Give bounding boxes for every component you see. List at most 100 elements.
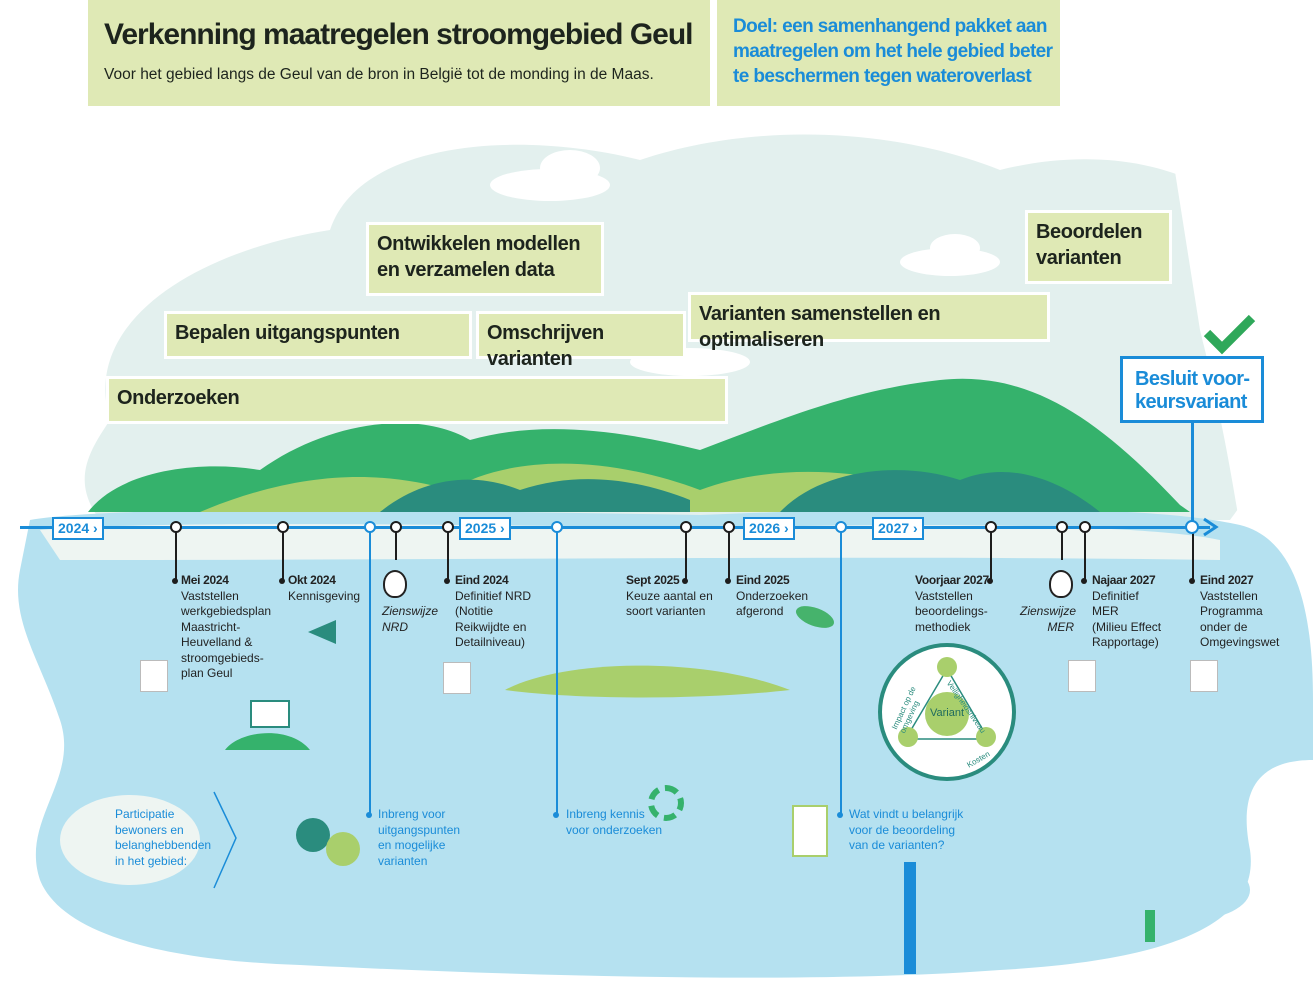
variant-label: Variant: [929, 707, 965, 719]
speech-bubbles-icon: [296, 818, 330, 852]
participation-item-knowledge: Inbreng kennis voor onderzoeken: [566, 807, 663, 837]
event-date: Eind 2027: [1200, 573, 1254, 587]
connector-line: [990, 530, 992, 580]
phase-varianten-samenstellen: Varianten samenstellen en optimaliseren: [688, 292, 1050, 351]
participation-intro: Participatie bewoners en belanghebbenden…: [115, 807, 212, 868]
event-date: Mei 2024: [181, 573, 229, 587]
zienswijze-nrd: Zienswijze NRD: [382, 604, 439, 634]
goal-box: Doel: een samenhangend pakket aan maatre…: [717, 0, 1060, 106]
event-text: Vaststellen werkgebiedsplan Maastricht- …: [181, 588, 272, 681]
participation-line: [840, 530, 842, 815]
year-marker-2025: 2025 ›: [459, 517, 511, 540]
document-boat-icon: [1068, 660, 1096, 692]
page-title: Verkenning maatregelen stroomgebied Geul: [104, 18, 694, 51]
event-dot: [172, 578, 178, 584]
event-date: Najaar 2027: [1092, 573, 1156, 587]
participation-dot: [837, 812, 843, 818]
timeline-node: [277, 521, 289, 533]
connector-line: [447, 530, 449, 580]
speech-bubbles-icon: [326, 832, 360, 866]
timeline-node: [1056, 521, 1068, 533]
connector-line: [282, 530, 284, 580]
connector-line: [1192, 530, 1194, 580]
phase-omschrijven-varianten: Omschrijven varianten: [476, 311, 686, 370]
lightbulb-icon: [383, 570, 407, 598]
timeline-node: [442, 521, 454, 533]
event-text: Definitief NRD (Notitie Reikwijdte en De…: [455, 588, 532, 650]
gears-icon: [648, 785, 684, 821]
phase-bepalen-uitgangspunten: Bepalen uitgangspunten: [164, 311, 472, 359]
document-boat-icon: [140, 660, 168, 692]
event-date: Eind 2024: [455, 573, 509, 587]
event-text: Vaststellen beoordelings- methodiek: [915, 588, 988, 634]
participation-dot: [553, 812, 559, 818]
megaphone-icon: [308, 620, 336, 644]
year-marker-2024: 2024 ›: [52, 517, 104, 540]
event-dot: [1081, 578, 1087, 584]
timeline-node: [551, 521, 563, 533]
periscope-icon: [1145, 910, 1155, 942]
participation-item-input: Inbreng voor uitgangspunten en mogelijke…: [378, 807, 461, 868]
timeline-node: [390, 521, 402, 533]
chevron-right-icon: [213, 791, 237, 889]
event-dot: [987, 578, 993, 584]
event-date: Sept 2025: [626, 573, 680, 587]
connector-line: [175, 530, 177, 580]
decision-box: Besluit voor-keursvariant: [1120, 356, 1264, 423]
timeline-node: [985, 521, 997, 533]
event-text: Vaststellen Programma onder de Omgevings…: [1200, 588, 1280, 650]
timeline-node: [723, 521, 735, 533]
connector-line: [728, 530, 730, 580]
document-boat-icon: [443, 662, 471, 694]
connector-line: [1084, 530, 1086, 580]
event-text: Onderzoeken afgerond: [736, 588, 809, 619]
decision-label: Besluit voor-keursvariant: [1135, 368, 1250, 413]
event-date: Eind 2025: [736, 573, 790, 587]
participation-dot: [366, 812, 372, 818]
event-dot: [1189, 578, 1195, 584]
event-text: Kennisgeving: [288, 588, 361, 603]
event-dot: [444, 578, 450, 584]
lightbulb-icon: [1049, 570, 1073, 598]
presentation-board-icon: [250, 700, 290, 728]
checkmark-icon: [1202, 307, 1258, 363]
timeline-node: [364, 521, 376, 533]
event-dot: [682, 578, 688, 584]
zienswijze-mer: Zienswijze MER: [1020, 604, 1077, 634]
assessment-diagram: Variant Veiligheidsniveau Impact op de o…: [878, 643, 1016, 781]
timeline-node: [680, 521, 692, 533]
timeline-node: [835, 521, 847, 533]
year-marker-2026: 2026 ›: [743, 517, 795, 540]
timeline-node: [1185, 520, 1199, 534]
event-dot: [279, 578, 285, 584]
phase-onderzoeken: Onderzoeken: [106, 376, 728, 424]
participation-line: [556, 530, 558, 815]
participation-line: [369, 530, 371, 815]
connector-line: [395, 530, 397, 560]
connector-line: [1061, 530, 1063, 560]
goal-text: Doel: een samenhangend pakket aan maatre…: [733, 16, 1053, 87]
event-text: Definitief MER (Milieu Effect Rapportage…: [1092, 588, 1162, 650]
event-date: Voorjaar 2027: [915, 573, 989, 587]
assessment-arrows: [898, 657, 996, 747]
title-box: Verkenning maatregelen stroomgebied Geul…: [88, 0, 710, 106]
connector-line: [685, 530, 687, 580]
event-dot: [725, 578, 731, 584]
page-subtitle: Voor het gebied langs de Geul van de bro…: [104, 66, 654, 83]
clipboard-icon: [792, 805, 828, 857]
timeline-node: [170, 521, 182, 533]
event-text: Keuze aantal en soort varianten: [626, 588, 713, 619]
event-date: Okt 2024: [288, 573, 336, 587]
participation-item-assessment: Wat vindt u belangrijk voor de beoordeli…: [849, 807, 964, 852]
document-boat-icon: [1190, 660, 1218, 692]
year-marker-2027: 2027 ›: [872, 517, 924, 540]
phase-ontwikkelen-modellen: Ontwikkelen modellen en verzamelen data: [366, 222, 604, 296]
